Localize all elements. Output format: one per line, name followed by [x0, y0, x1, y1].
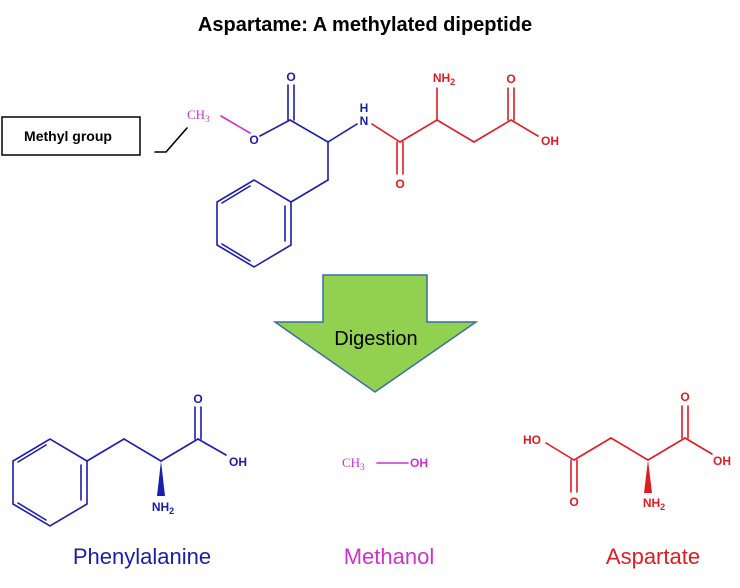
asp-chain-1	[573, 437, 612, 461]
formula-subscript: 2	[660, 502, 665, 512]
aspartame-methyl-text: CH	[187, 107, 205, 122]
ester-oxygen-label: O	[249, 133, 258, 147]
asp-ho-bond	[545, 442, 575, 461]
digestion-arrow: Digestion	[272, 274, 479, 393]
benzene-double-bond-2	[221, 243, 251, 262]
amide-bond	[371, 123, 401, 143]
acid-oxygen-label: O	[506, 72, 515, 86]
carbonyl-oxygen-label: O	[286, 70, 295, 84]
phe-bond-1	[86, 438, 125, 462]
methyl-group-callout: Methyl group	[1, 116, 188, 156]
acid-oh-label: OH	[541, 134, 559, 148]
page-title: Aspartame: A methylated dipeptide	[198, 14, 532, 36]
asp-bond-1	[399, 119, 438, 143]
phe-benzene-double-3	[17, 444, 47, 463]
backbone-bond-1	[289, 119, 329, 143]
amide-h-label: H	[360, 101, 369, 115]
acid-oh-bond	[510, 119, 539, 137]
phe-nh2-text: NH	[152, 500, 169, 514]
phe-oh-bond	[197, 438, 227, 456]
formula-subscript: 2	[450, 77, 455, 87]
asp-left-oxygen-label: O	[569, 495, 578, 509]
formula-subscript: 3	[205, 114, 210, 124]
asp-ho-label: HO	[523, 433, 541, 447]
asp-right-oxygen-label: O	[680, 390, 689, 404]
arrow-label: Digestion	[334, 328, 417, 350]
asp-nh2-label: NH2	[433, 71, 455, 87]
asp-nh2-text: NH	[433, 71, 450, 85]
phe-oh-label: OH	[229, 455, 247, 469]
ester-bond	[259, 119, 291, 137]
amide-n-label: N	[360, 114, 369, 128]
phenylalanine-molecule: NH2 O OH Phenylalanine	[12, 392, 247, 569]
callout-label: Methyl group	[24, 128, 112, 144]
asp-nh2-product-label: NH2	[643, 496, 665, 512]
backbone-bond-2	[327, 123, 358, 143]
methyl-bond	[220, 115, 251, 134]
phe-oxygen-label: O	[193, 392, 202, 406]
asp-bond-2	[436, 119, 475, 143]
callout-leader-line	[154, 127, 188, 153]
callout-box	[1, 116, 141, 156]
methanol-molecule: CH3 OH Methanol	[342, 455, 434, 569]
methanol-ch3-label: CH3	[342, 455, 365, 472]
phe-benzene-ring	[12, 438, 88, 527]
benzene-ring	[216, 179, 292, 268]
amide-oxygen-label: O	[395, 177, 404, 191]
formula-subscript: 3	[360, 462, 365, 472]
formula-subscript: 2	[169, 506, 174, 516]
methanol-ch3-text: CH	[342, 455, 360, 470]
benzyl-bond-2	[290, 179, 329, 203]
arrow-shape	[272, 274, 479, 393]
asp-oh-bond	[684, 437, 713, 455]
asp-chain-2	[610, 437, 649, 461]
methanol-oh-label: OH	[410, 456, 428, 470]
asp-oh-product-label: OH	[713, 454, 731, 468]
aspartame-methyl-label: CH3	[187, 107, 210, 124]
phe-wedge-bond	[157, 461, 165, 496]
phe-benzene-double-2	[17, 502, 47, 521]
asp-chain-3	[647, 437, 686, 461]
aspartate-molecule: HO O NH2 O OH Aspartate	[523, 390, 731, 569]
phe-bond-3	[160, 438, 199, 462]
benzene-double-bond-3	[221, 185, 251, 204]
phenylalanine-name: Phenylalanine	[73, 544, 211, 569]
phe-bond-2	[123, 438, 162, 462]
phe-nh2-label: NH2	[152, 500, 174, 516]
aspartate-name: Aspartate	[606, 544, 700, 569]
methanol-name: Methanol	[344, 544, 435, 569]
aspartame-molecule: CH3 O O H N O NH2 O OH	[187, 70, 559, 268]
asp-nh2-product-text: NH	[643, 496, 660, 510]
asp-wedge-bond	[644, 460, 652, 493]
asp-bond-3	[473, 119, 512, 143]
